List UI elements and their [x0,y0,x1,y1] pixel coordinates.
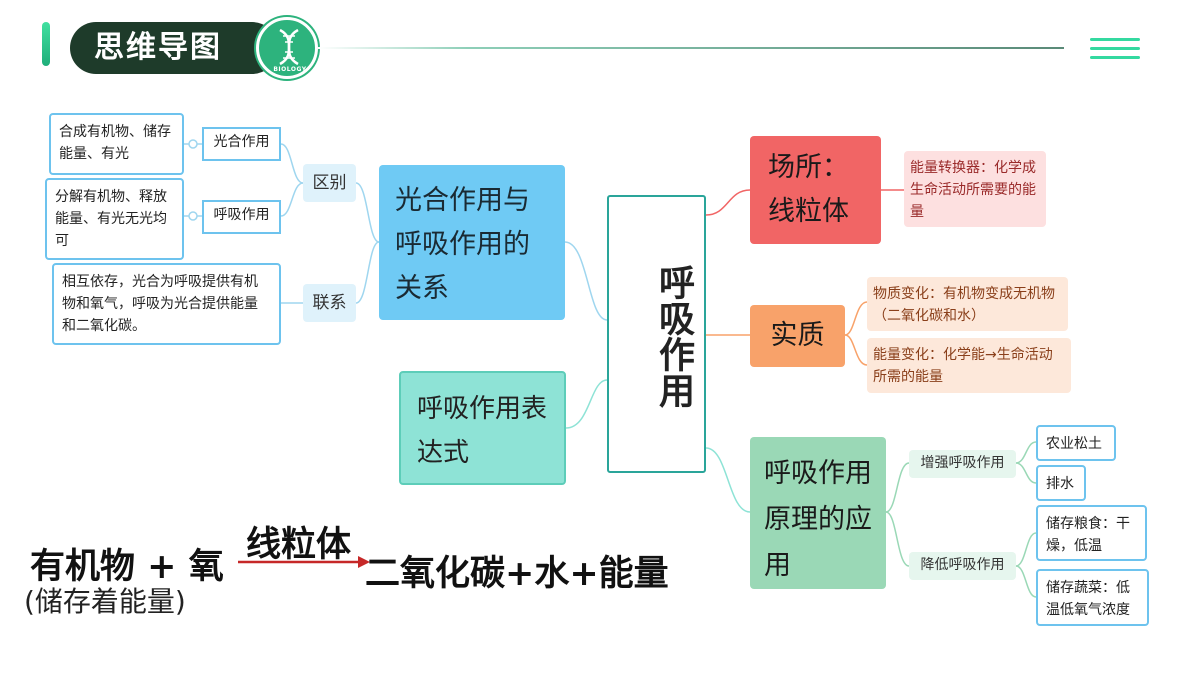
biology-logo: BIOLOGY [256,17,318,79]
reduce-item-grain: 储存粮食：干燥，低温 [1036,505,1147,561]
photosynthesis-description: 合成有机物、储存能量、有光 [49,113,184,175]
connection-label: 联系 [303,284,356,322]
equation-products: 二氧化碳+水+能量 [365,554,669,594]
reduce-item-vegetables: 储存蔬菜：低温低氧气浓度 [1036,569,1149,626]
difference-label: 区别 [303,164,356,202]
essence-material-change: 物质变化：有机物变成无机物（二氧化碳和水） [867,277,1068,331]
equation-panel [18,517,629,643]
menu-icon-line-3 [1090,56,1140,59]
site-description: 能量转换器：化学成生命活动所需要的能量 [904,151,1046,227]
header-divider [318,47,1064,49]
enhance-item-tillage: 农业松土 [1036,425,1116,461]
relation-topic: 光合作用与呼吸作用的关系 [379,165,565,320]
photosynthesis-label: 光合作用 [202,127,281,161]
respiration-description: 分解有机物、释放能量、有光无光均可 [45,178,184,260]
expression-topic: 呼吸作用表达式 [399,371,566,485]
header-title: 思维导图 [70,22,278,74]
equation-note: (储存着能量) [24,585,186,618]
equation-reactants: 有机物 + 氧 [30,547,224,587]
application-topic: 呼吸作用原理的应用 [750,437,886,589]
header-accent-bar [42,22,50,66]
menu-icon-line-1 [1090,38,1140,41]
site-topic: 场所：线粒体 [750,136,881,244]
enhance-respiration-label: 增强呼吸作用 [909,450,1016,478]
connection-description: 相互依存，光合为呼吸提供有机物和氧气，呼吸为光合提供能量和二氧化碳。 [52,263,281,345]
essence-energy-change: 能量变化：化学能→生命活动所需的能量 [867,338,1071,393]
essence-topic: 实质 [750,305,845,367]
enhance-item-drainage: 排水 [1036,465,1086,501]
reaction-arrow [238,556,370,568]
equation-condition: 线粒体 [246,525,352,565]
dna-icon [279,28,299,66]
central-topic: 呼吸作用 [607,195,706,473]
respiration-label: 呼吸作用 [202,200,281,234]
menu-icon-line-2 [1090,47,1140,50]
reduce-respiration-label: 降低呼吸作用 [909,552,1016,580]
logo-text: BIOLOGY [273,66,307,73]
